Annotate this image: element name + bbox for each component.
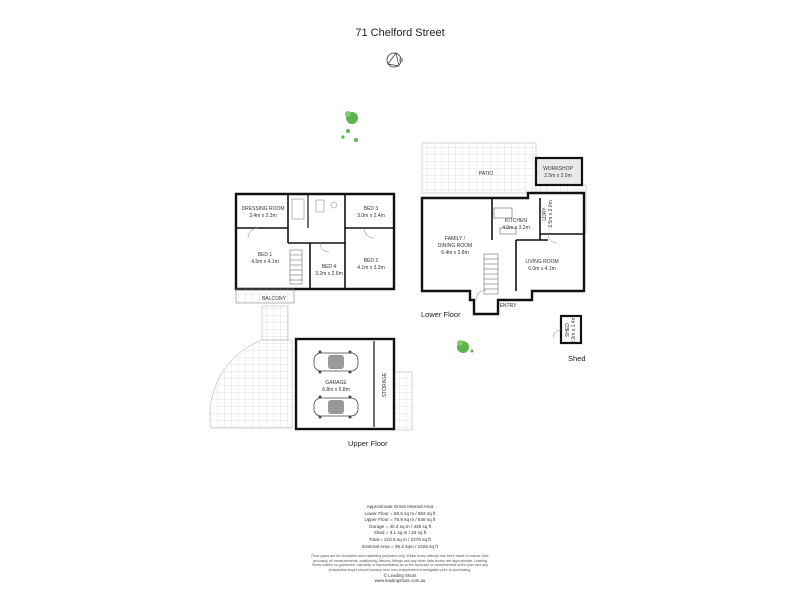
car-icon bbox=[313, 395, 359, 419]
area-upper: Upper Floor = 78.9 sq m / 849 sq ft bbox=[364, 517, 436, 523]
workshop-label: WORKSHOP bbox=[543, 166, 573, 172]
tree-icon bbox=[457, 340, 474, 353]
bed3-size: 3.0m x 2.4m bbox=[357, 213, 385, 219]
laundry-label: LDRY bbox=[542, 207, 548, 221]
family-size: 6.4m x 3.8m bbox=[441, 250, 469, 256]
lower-floor-plan: PATIO WORKSHOP 2.5m x 2.0m LDRY 3.5m x 2… bbox=[420, 142, 587, 316]
compass-letter: N bbox=[399, 58, 403, 64]
kitchen-label: KITCHEN bbox=[505, 218, 527, 224]
bed1-size: 4.5m x 4.1m bbox=[251, 259, 279, 265]
bed1-label: BED 1 bbox=[258, 252, 273, 258]
storage-label: STORAGE bbox=[382, 372, 388, 397]
shed-label: SHED bbox=[565, 323, 571, 337]
area-heading: Approximate Gross Internal Area bbox=[366, 504, 434, 509]
bed2-size: 4.1m x 3.3m bbox=[357, 265, 385, 271]
website-link[interactable]: www.leadingshots.com.au bbox=[374, 578, 426, 584]
area-lower: Lower Floor = 88.5 sq m / 953 sq ft bbox=[364, 510, 436, 516]
bed4-label: BED 4 bbox=[322, 264, 337, 270]
family-label-line1: FAMILY / bbox=[445, 236, 466, 242]
area-shed: Shed = 3.1 sq m / 33 sq ft bbox=[373, 530, 427, 536]
plan-title: 71 Chelford Street bbox=[355, 27, 445, 39]
garage-plan: GARAGE 6.8m x 5.8m STORAGE bbox=[294, 337, 396, 431]
tree-icon bbox=[345, 111, 358, 124]
upper-floor-plan: DRESSING ROOM 3.4m x 2.3m BED 3 3.0m x 2… bbox=[234, 192, 396, 304]
area-summary: Approximate Gross Internal Area Lower Fl… bbox=[300, 504, 500, 584]
area-external: External Area = 95.2 sqm / 1025 sq ft bbox=[362, 543, 438, 549]
copyright-text: © Leading Shots bbox=[383, 572, 417, 578]
compass-north-icon: N bbox=[386, 52, 403, 68]
living-label: LIVING ROOM bbox=[525, 259, 558, 265]
shrub-icon bbox=[341, 129, 358, 142]
family-label-line2: DINING ROOM bbox=[438, 243, 472, 249]
workshop-room bbox=[534, 156, 584, 187]
patio-area bbox=[421, 142, 537, 194]
dressing-room-label: DRESSING ROOM bbox=[241, 206, 284, 212]
shed-floor-label: Shed bbox=[568, 354, 586, 363]
balcony-area bbox=[235, 288, 295, 304]
bed4-size: 3.2m x 2.6m bbox=[315, 271, 343, 277]
disclaimer-text: Floor plans are for illustrative and mar… bbox=[311, 554, 489, 572]
garage-size: 6.8m x 5.8m bbox=[322, 387, 350, 393]
car-icon bbox=[313, 350, 359, 374]
shed-size: 2.2m x 1.4m bbox=[571, 316, 577, 344]
living-size: 6.0m x 4.1m bbox=[528, 266, 556, 272]
patio-label: PATIO bbox=[479, 171, 493, 177]
upper-floor-label: Upper Floor bbox=[348, 439, 388, 448]
entry-label: ENTRY bbox=[500, 303, 518, 309]
lower-floor-label: Lower Floor bbox=[421, 310, 461, 319]
laundry-size: 3.5m x 2.0m bbox=[548, 200, 554, 228]
shed-plan: SHED 2.2m x 1.4m bbox=[552, 314, 583, 345]
area-total: Total = 210.9 sq m / 2270 sq ft bbox=[369, 536, 431, 542]
bed3-label: BED 3 bbox=[364, 206, 379, 212]
walkway-area bbox=[209, 305, 293, 429]
garage-label: GARAGE bbox=[325, 380, 347, 386]
bed2-label: BED 2 bbox=[364, 258, 379, 264]
kitchen-size: 4.0m x 3.2m bbox=[502, 225, 530, 231]
dressing-room-size: 3.4m x 2.3m bbox=[249, 213, 277, 219]
balcony-label: BALCONY bbox=[262, 296, 287, 302]
workshop-size: 2.5m x 2.0m bbox=[544, 173, 572, 179]
area-garage: Garage = 40.4 sq m / 435 sq ft bbox=[368, 523, 432, 529]
